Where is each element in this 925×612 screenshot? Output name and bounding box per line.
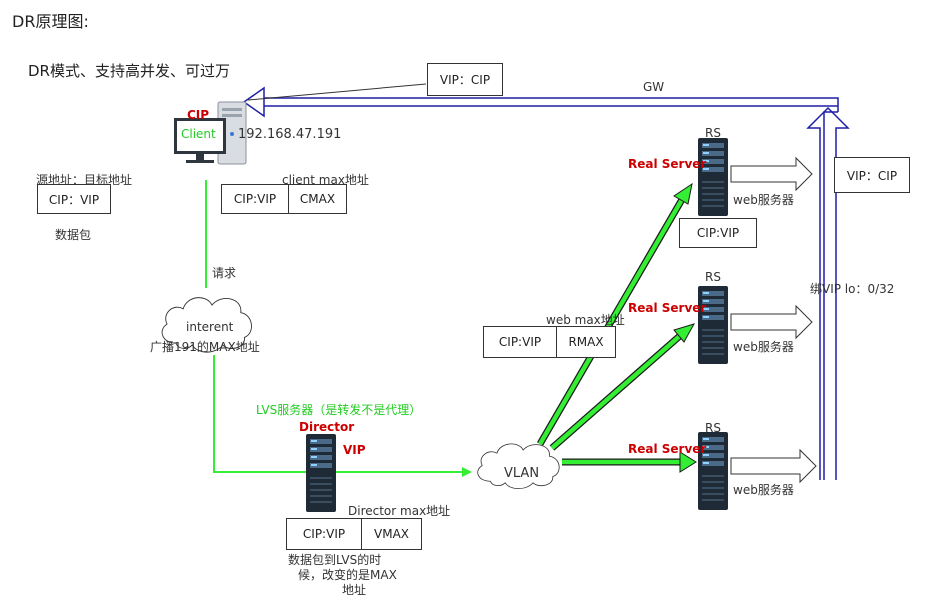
gw-label: GW (643, 80, 665, 94)
rs1-name: Real Server (628, 157, 707, 171)
client-name: Client (181, 127, 216, 141)
request-label: 请求 (212, 266, 237, 280)
internet-label: interent (186, 320, 234, 334)
forward-arrows (536, 182, 697, 473)
rs1-server-icon (697, 137, 729, 217)
page-subtitle: DR模式、支持高并发、可过万 (28, 62, 230, 80)
rs2-service: web服务器 (733, 340, 794, 354)
rs-output-arrows (730, 156, 817, 484)
client-max-caption: client max地址 (282, 173, 369, 187)
rs1-label: RS (705, 126, 721, 140)
rs3-label: RS (705, 421, 721, 435)
vlan-label: VLAN (504, 466, 540, 481)
rs2-label: RS (705, 270, 721, 284)
client-packet: CIP:VIP CMAX (221, 184, 347, 214)
gateway-return-path (242, 86, 850, 480)
web-max-packet-max: RMAX (556, 327, 615, 357)
rs1-service: web服务器 (733, 193, 794, 207)
rs2-server-icon (697, 285, 729, 365)
top-return-box: VIP：CIP (427, 63, 503, 96)
bind-vip-label: 绑VIP lo：0/32 (810, 282, 895, 296)
director-note-1: 数据包到LVS的时 (288, 553, 382, 567)
web-max-packet-addr: CIP:VIP (498, 335, 542, 349)
director-packet-addr: CIP:VIP (302, 527, 346, 541)
client-packet-max: CMAX (288, 185, 346, 213)
director-max-caption: Director max地址 (348, 504, 451, 518)
top-return-box-text: VIP：CIP (439, 73, 491, 87)
director-vip: VIP (343, 443, 366, 457)
client-ip: 192.168.47.191 (238, 127, 342, 142)
top-box-pointer (247, 83, 427, 101)
client-computer-icon (174, 101, 247, 165)
director-note-2: 候，改变的是MAX (298, 568, 397, 582)
rs1-packet-text: CIP:VIP (696, 226, 740, 240)
legend-box-text: CIP：VIP (48, 192, 100, 207)
right-return-box-text: VIP：CIP (846, 168, 898, 183)
right-return-box: VIP：CIP (834, 157, 910, 193)
client-packet-addr: CIP:VIP (233, 192, 277, 206)
rs1-packet: CIP:VIP (679, 218, 757, 248)
director-server-icon (305, 433, 337, 513)
director-packet: CIP:VIP VMAX (286, 518, 422, 550)
rs3-name: Real Server (628, 442, 707, 456)
legend-packet-label: 数据包 (55, 228, 92, 242)
director-packet-max: VMAX (361, 519, 421, 549)
request-flow (205, 180, 472, 477)
legend-box: CIP：VIP (37, 184, 111, 214)
internet-broadcast: 广播191的MAX地址 (150, 340, 260, 354)
director-caption: LVS服务器（是转发不是代理） (256, 403, 422, 417)
director-name: Director (299, 420, 355, 434)
web-max-caption: web max地址 (546, 313, 625, 327)
client-cip-label: CIP (187, 108, 210, 122)
legend-src-dst: 源地址：目标地址 (36, 173, 133, 187)
web-max-packet: CIP:VIP RMAX (483, 326, 616, 358)
rs3-service: web服务器 (733, 483, 794, 497)
page-heading: DR原理图: (12, 12, 89, 31)
rs2-name: Real Server (628, 301, 707, 315)
director-note-3: 地址 (342, 583, 367, 597)
